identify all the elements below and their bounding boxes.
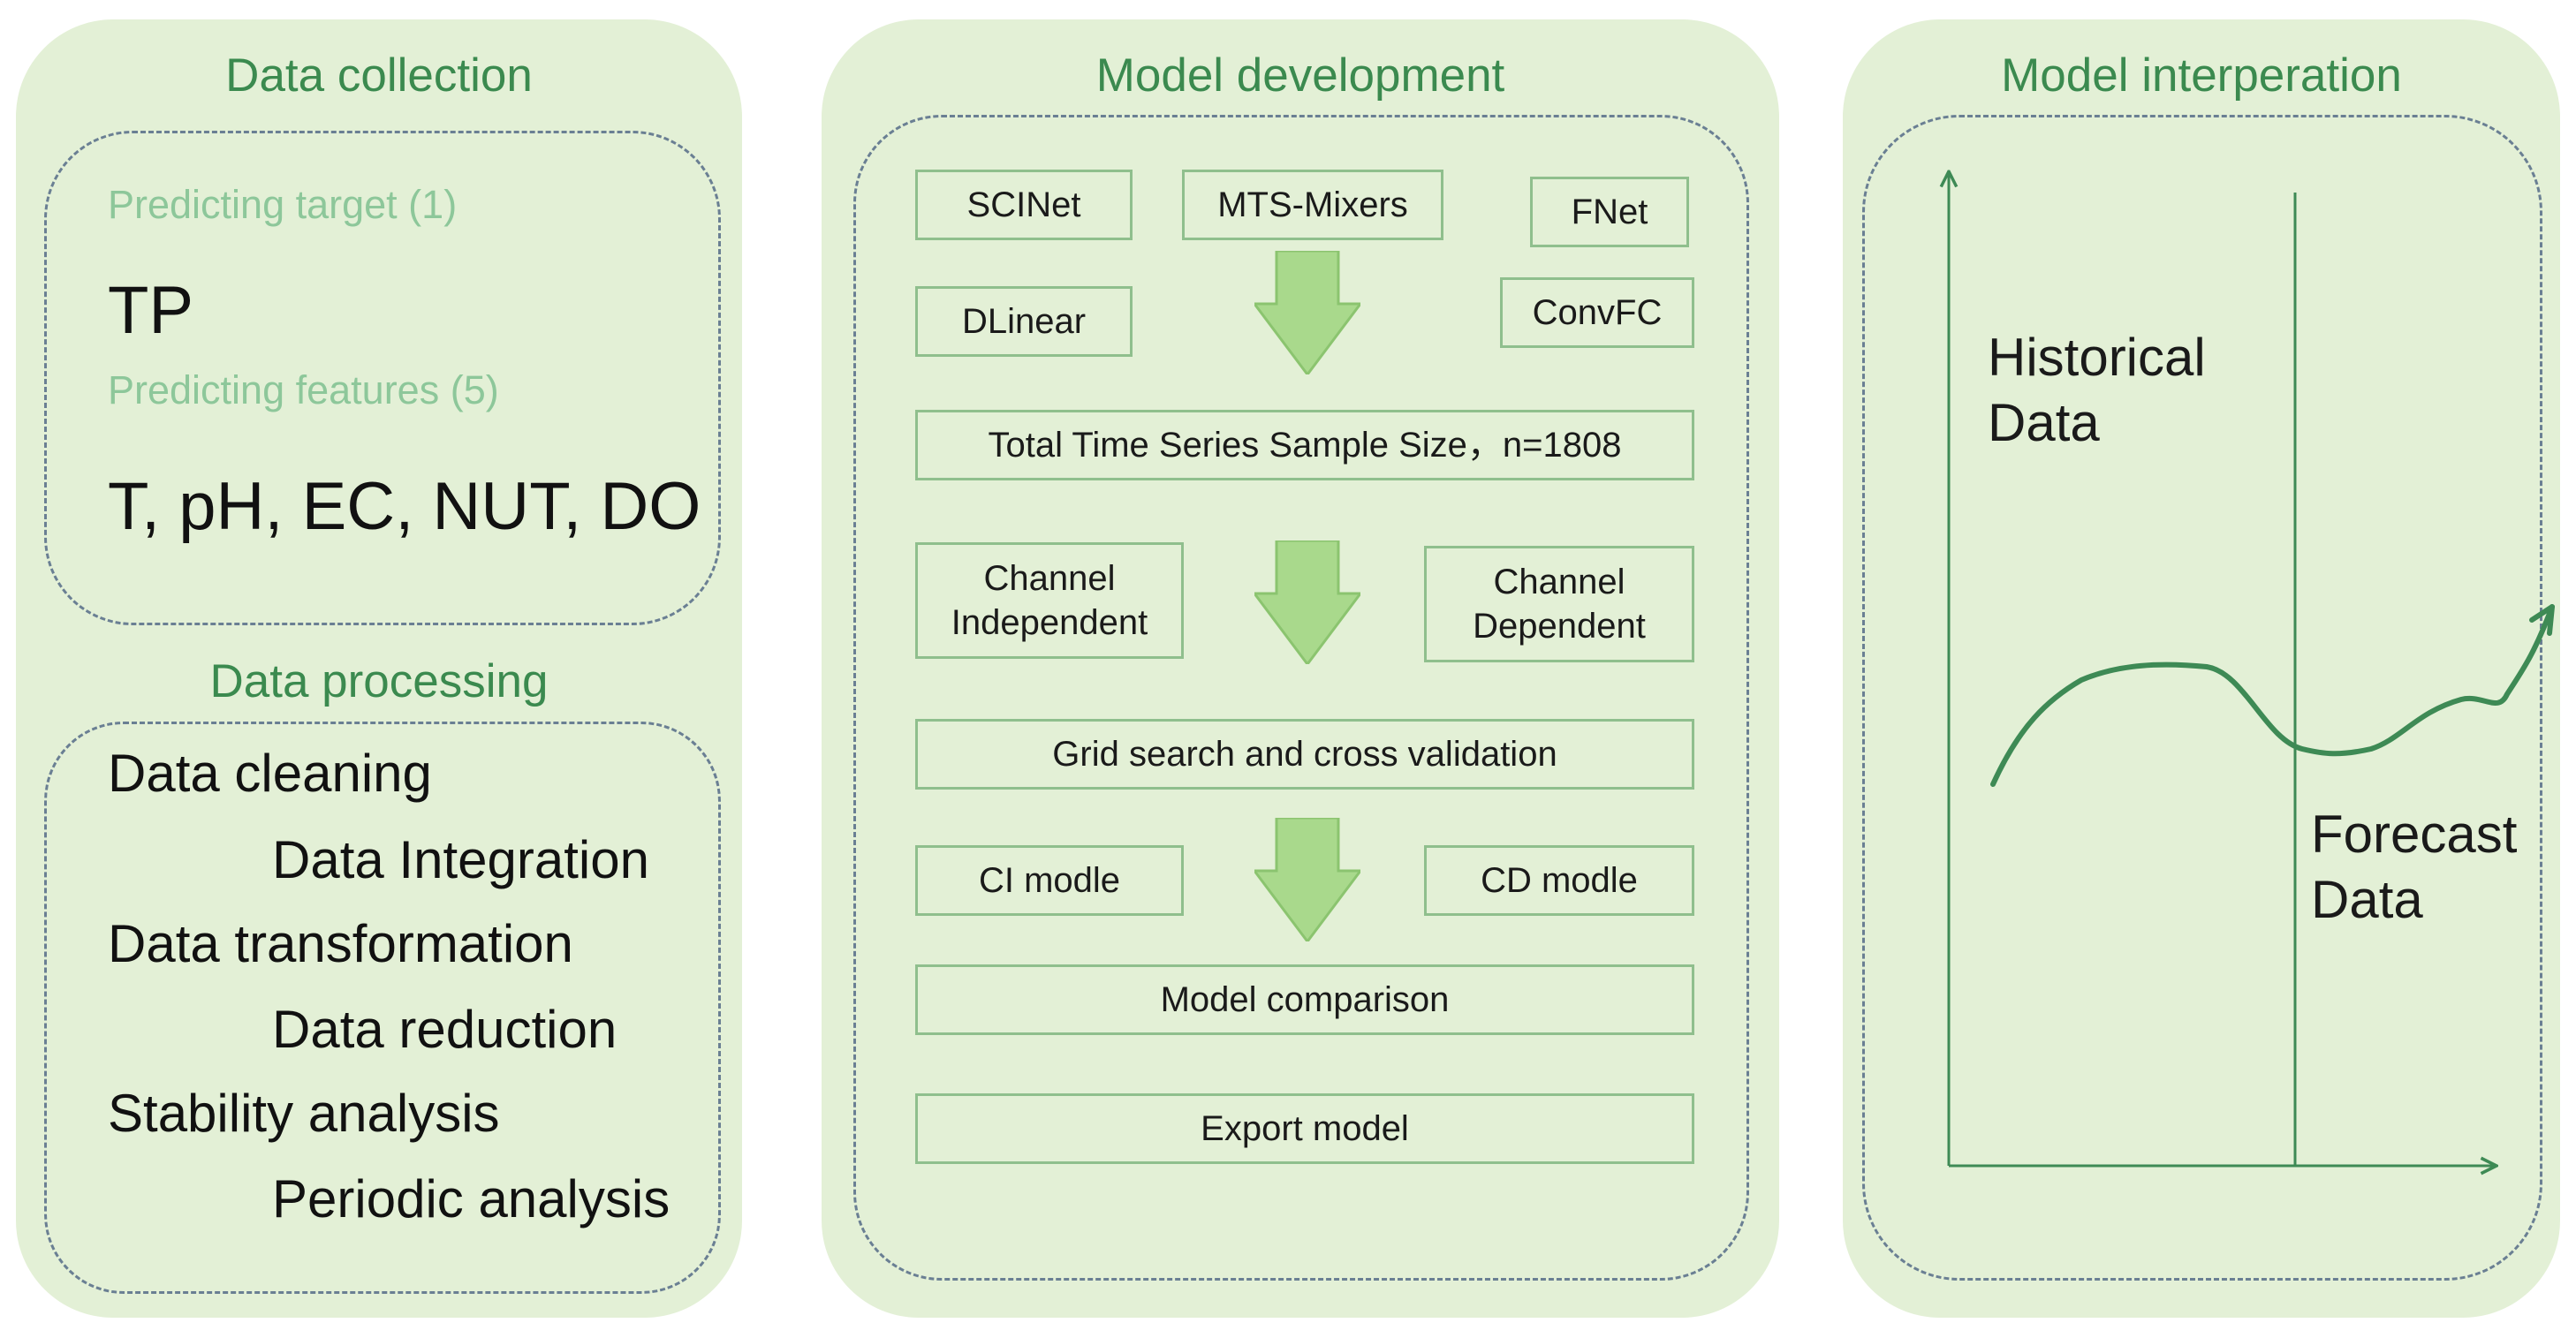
historical-data-label: Historical Data [1988, 328, 2206, 452]
model-dlinear: DLinear [915, 286, 1133, 357]
data-processing-title: Data processing [209, 655, 549, 707]
ci-model-box: CI modle [915, 845, 1184, 916]
down-arrow-icon [1254, 540, 1360, 664]
model-development-panel: Model development SCINet MTS-Mixers FNet… [822, 19, 1779, 1318]
model-development-title: Model development [1095, 49, 1505, 102]
forecast-chart [1843, 19, 2555, 1318]
data-panel: Data collection Predicting target (1) TP… [16, 19, 742, 1318]
data-collection-title: Data collection [225, 49, 533, 102]
predicting-target-label: Predicting target (1) [108, 182, 458, 227]
data-processing-box [44, 722, 721, 1294]
down-arrow-icon [1254, 818, 1360, 941]
export-model-box: Export model [915, 1093, 1694, 1164]
predicting-features-value: T, pH, EC, NUT, DO [108, 469, 701, 544]
model-interpretation-panel: Model interperation Historical Data Fore… [1843, 19, 2560, 1318]
step-data-reduction: Data reduction [272, 1000, 617, 1059]
model-interpretation-title: Model interperation [2001, 49, 2402, 102]
model-fnet: FNet [1530, 177, 1689, 247]
model-comparison-box: Model comparison [915, 964, 1694, 1035]
forecast-data-label: Forecast Data [2311, 805, 2518, 929]
step-data-cleaning: Data cleaning [108, 744, 432, 803]
cd-model-box: CD modle [1424, 845, 1694, 916]
series-curve [1990, 604, 2555, 787]
model-convfc: ConvFC [1500, 277, 1694, 348]
data-collection-box [44, 131, 721, 625]
step-data-transformation: Data transformation [108, 914, 573, 973]
sample-size-box: Total Time Series Sample Size，n=1808 [915, 410, 1694, 480]
model-development-box [853, 115, 1749, 1281]
trend-arrowhead-icon [2529, 604, 2555, 636]
model-mts-mixers: MTS-Mixers [1182, 170, 1443, 240]
step-data-integration: Data Integration [272, 830, 649, 889]
step-stability-analysis: Stability analysis [108, 1084, 500, 1143]
predicting-features-label: Predicting features (5) [108, 367, 499, 412]
model-interpretation-box [1862, 115, 2542, 1281]
model-scinet: SCINet [915, 170, 1133, 240]
down-arrow-icon [1254, 251, 1360, 374]
step-periodic-analysis: Periodic analysis [272, 1169, 671, 1228]
grid-search-box: Grid search and cross validation [915, 719, 1694, 790]
predicting-target-value: TP [108, 273, 194, 348]
